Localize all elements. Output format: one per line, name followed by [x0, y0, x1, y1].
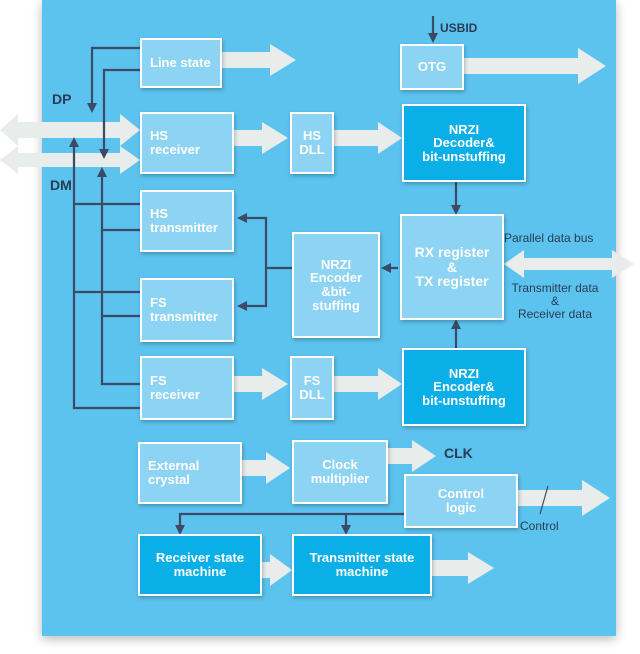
arrow-transmitter-sm-out — [432, 552, 494, 584]
arrow-line-state-out — [220, 44, 296, 76]
nrzi-decoder-block: NRZI Decoder& bit-unstuffing — [402, 104, 526, 182]
nrzi-encoder-block: NRZI Encoder& bit-unstuffing — [402, 348, 526, 426]
receiver-state-machine-block: Receiver state machine — [138, 534, 262, 596]
clock-multiplier-block: Clock multiplier — [292, 440, 388, 504]
transmitter-state-machine-block: Transmitter state machine — [292, 534, 432, 596]
dm-label: DM — [50, 177, 72, 193]
arrow-control-out — [518, 480, 610, 516]
connectors — [69, 16, 549, 535]
line-to-hs-tx — [237, 213, 268, 268]
line-control-tick — [539, 485, 549, 515]
external-crystal-block: External crystal — [138, 442, 242, 504]
hs-transmitter-block: HS transmitter — [140, 190, 234, 252]
line-to-fs-tx — [237, 268, 268, 311]
arrow-dm-bidir — [0, 146, 140, 174]
dp-label: DP — [52, 91, 72, 107]
otg-block: OTG — [400, 44, 464, 90]
arrow-fs-dll-to-encoder — [334, 368, 402, 400]
rx-tx-register-block: RX register & TX register — [400, 214, 504, 320]
line-dm-bus — [97, 167, 140, 386]
nrzi-encoder-stuffing-block: NRZI Encoder &bit- stuffing — [292, 232, 380, 338]
line-state-block: Line state — [140, 38, 222, 88]
control-logic-block: Control logic — [404, 474, 518, 528]
arrow-clk-out — [386, 440, 436, 472]
line-line-state-dp — [87, 46, 140, 113]
transmitter-receiver-data-label: Transmitter data & Receiver data — [511, 281, 599, 322]
hs-dll-block: HS DLL — [290, 112, 334, 174]
fs-transmitter-block: FS transmitter — [140, 278, 234, 342]
arrow-parallel-bus — [504, 250, 634, 278]
fs-dll-block: FS DLL — [290, 356, 334, 420]
wide-arrows — [0, 44, 634, 586]
arrow-hs-dll-to-decoder — [334, 122, 402, 154]
arrow-dp-bidir — [0, 114, 140, 146]
arrow-fs-receiver-to-dll — [234, 368, 288, 400]
hs-receiver-block: HS receiver — [140, 112, 234, 174]
arrow-otg-out — [464, 48, 606, 84]
usbid-label: USBID — [440, 21, 478, 35]
arrow-receiver-sm-out — [260, 554, 292, 586]
control-label: Control — [520, 519, 559, 533]
arrow-hs-receiver-to-dll — [234, 122, 288, 154]
fs-receiver-block: FS receiver — [140, 356, 234, 420]
line-control-bus — [175, 512, 404, 535]
line-line-state-dm — [99, 68, 140, 159]
line-dp-bus — [69, 137, 140, 410]
parallel-data-bus-label: Parallel data bus — [504, 231, 594, 245]
arrow-crystal-to-multiplier — [240, 452, 290, 484]
clk-label: CLK — [444, 445, 473, 461]
